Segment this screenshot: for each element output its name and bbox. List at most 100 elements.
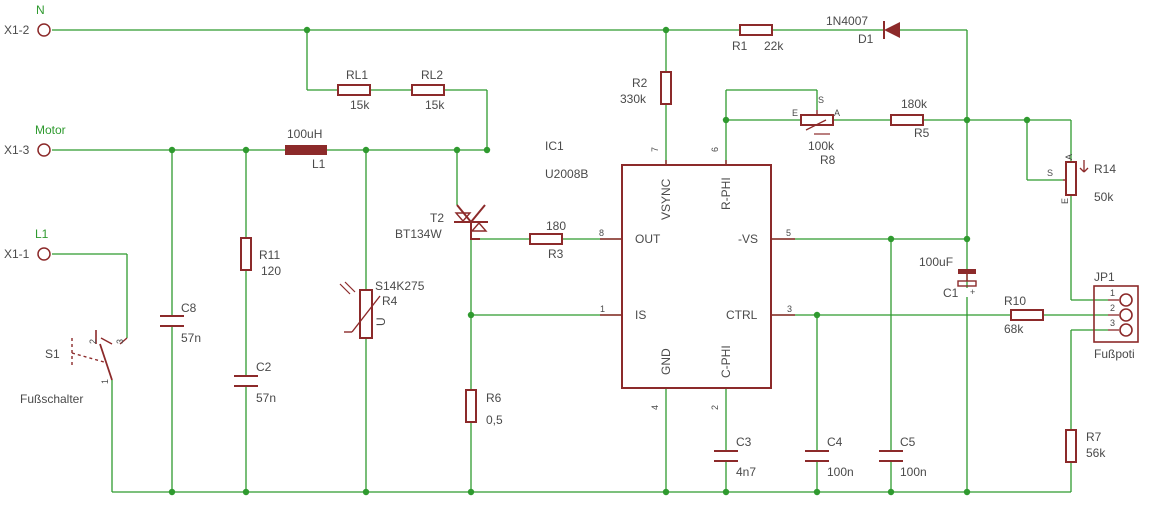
potentiometer-r8: E S A 100k R8 bbox=[792, 95, 840, 167]
svg-text:180: 180 bbox=[546, 219, 566, 233]
svg-text:A: A bbox=[1064, 154, 1074, 160]
svg-text:R5: R5 bbox=[914, 126, 930, 140]
svg-text:C2: C2 bbox=[256, 360, 272, 374]
svg-text:R14: R14 bbox=[1094, 162, 1116, 176]
svg-text:100uH: 100uH bbox=[287, 127, 322, 141]
svg-text:C4: C4 bbox=[827, 435, 843, 449]
resistor-r11: R11 120 bbox=[240, 237, 281, 278]
svg-text:OUT: OUT bbox=[635, 232, 661, 246]
svg-text:Fußschalter: Fußschalter bbox=[20, 392, 83, 406]
svg-text:S: S bbox=[818, 95, 824, 105]
svg-text:VSYNC: VSYNC bbox=[659, 178, 673, 220]
svg-text:C-PHI: C-PHI bbox=[719, 345, 733, 378]
svg-text:2: 2 bbox=[710, 405, 720, 410]
resistor-r5: 180k R5 bbox=[890, 97, 930, 140]
svg-text:100n: 100n bbox=[900, 465, 927, 479]
svg-text:180k: 180k bbox=[901, 97, 928, 111]
svg-text:T2: T2 bbox=[430, 211, 444, 225]
svg-text:R4: R4 bbox=[382, 294, 398, 308]
svg-text:3: 3 bbox=[1110, 318, 1115, 328]
svg-text:S1: S1 bbox=[45, 347, 60, 361]
resistor-r7: R7 56k bbox=[1065, 429, 1106, 463]
svg-text:R8: R8 bbox=[820, 153, 836, 167]
svg-text:R3: R3 bbox=[548, 247, 564, 261]
capacitor-c1: 100uF C1 + bbox=[919, 255, 977, 300]
svg-text:50k: 50k bbox=[1094, 190, 1114, 204]
svg-text:E: E bbox=[1060, 198, 1070, 204]
resistor-r6: R6 0,5 bbox=[465, 389, 503, 427]
svg-text:1: 1 bbox=[100, 379, 110, 384]
svg-text:0,5: 0,5 bbox=[486, 413, 503, 427]
svg-text:A: A bbox=[834, 108, 840, 118]
varistor-r4: S14K275 R4 U bbox=[339, 279, 425, 339]
svg-text:S: S bbox=[1047, 168, 1053, 178]
resistor-r1: R1 22k bbox=[732, 24, 784, 53]
svg-text:C3: C3 bbox=[736, 435, 752, 449]
svg-text:C8: C8 bbox=[181, 301, 197, 315]
svg-text:RL1: RL1 bbox=[346, 68, 368, 82]
svg-text:Fußpoti: Fußpoti bbox=[1094, 347, 1135, 361]
svg-text:R10: R10 bbox=[1004, 294, 1026, 308]
svg-text:57n: 57n bbox=[256, 391, 276, 405]
svg-text:8: 8 bbox=[599, 228, 604, 238]
svg-text:C1: C1 bbox=[943, 286, 959, 300]
svg-text:1N4007: 1N4007 bbox=[826, 14, 868, 28]
svg-text:57n: 57n bbox=[181, 331, 201, 345]
svg-text:D1: D1 bbox=[858, 32, 874, 46]
svg-text:R6: R6 bbox=[486, 391, 502, 405]
net-l1-label: L1 bbox=[35, 227, 49, 241]
svg-text:+: + bbox=[970, 287, 975, 297]
svg-text:56k: 56k bbox=[1086, 446, 1106, 460]
svg-text:JP1: JP1 bbox=[1094, 270, 1115, 284]
svg-text:R-PHI: R-PHI bbox=[719, 177, 733, 210]
svg-text:-VS: -VS bbox=[738, 232, 758, 246]
svg-text:2: 2 bbox=[1110, 303, 1115, 313]
svg-text:4: 4 bbox=[650, 405, 660, 410]
svg-text:1: 1 bbox=[600, 304, 605, 314]
ic-u2008b: IC1 U2008B VSYNC R-PHI OUT -VS IS CTRL G… bbox=[545, 139, 795, 410]
capacitor-c3: C3 4n7 bbox=[714, 435, 756, 479]
svg-text:5: 5 bbox=[786, 228, 791, 238]
svg-text:IC1: IC1 bbox=[545, 139, 564, 153]
svg-text:100k: 100k bbox=[808, 139, 835, 153]
capacitor-c2: C2 57n bbox=[234, 360, 276, 405]
capacitor-c4: C4 100n bbox=[805, 435, 854, 479]
resistor-r2: R2 330k bbox=[620, 71, 672, 106]
svg-text:S14K275: S14K275 bbox=[375, 279, 425, 293]
connector-x1-3-label: X1-3 bbox=[4, 143, 30, 157]
svg-text:R7: R7 bbox=[1086, 430, 1102, 444]
svg-text:3: 3 bbox=[787, 304, 792, 314]
potentiometer-r14: S A E R14 50k bbox=[1047, 154, 1116, 204]
foot-switch-s1: S1 3 2 1 Fußschalter bbox=[20, 330, 128, 406]
connector-jp1: JP1 1 2 3 Fußpoti bbox=[1093, 270, 1139, 361]
connector-x1-2-label: X1-2 bbox=[4, 23, 30, 37]
svg-text:7: 7 bbox=[650, 147, 660, 152]
svg-text:GND: GND bbox=[659, 348, 673, 375]
svg-text:L1: L1 bbox=[312, 157, 326, 171]
connector-x1-1-label: X1-1 bbox=[4, 247, 30, 261]
svg-text:15k: 15k bbox=[350, 98, 370, 112]
svg-text:100n: 100n bbox=[827, 465, 854, 479]
svg-text:1: 1 bbox=[1110, 288, 1115, 298]
svg-text:E: E bbox=[792, 108, 798, 118]
svg-text:6: 6 bbox=[710, 147, 720, 152]
svg-text:100uF: 100uF bbox=[919, 255, 953, 269]
svg-text:120: 120 bbox=[261, 264, 281, 278]
resistor-r3: 180 R3 bbox=[529, 219, 566, 261]
svg-text:CTRL: CTRL bbox=[726, 308, 758, 322]
svg-text:R1: R1 bbox=[732, 39, 748, 53]
svg-text:68k: 68k bbox=[1004, 322, 1024, 336]
connector-x1-3: X1-3 Motor bbox=[4, 123, 66, 157]
svg-text:IS: IS bbox=[635, 308, 646, 322]
svg-text:C5: C5 bbox=[900, 435, 916, 449]
svg-text:U: U bbox=[374, 317, 388, 326]
wires bbox=[52, 29, 1108, 493]
inductor-l1: 100uH L1 bbox=[285, 127, 327, 171]
capacitor-c8: C8 57n bbox=[160, 301, 201, 345]
svg-text:2: 2 bbox=[88, 339, 98, 344]
net-motor-label: Motor bbox=[35, 123, 66, 137]
resistor-rl1: RL1 15k bbox=[337, 68, 371, 112]
junctions bbox=[168, 26, 1031, 496]
